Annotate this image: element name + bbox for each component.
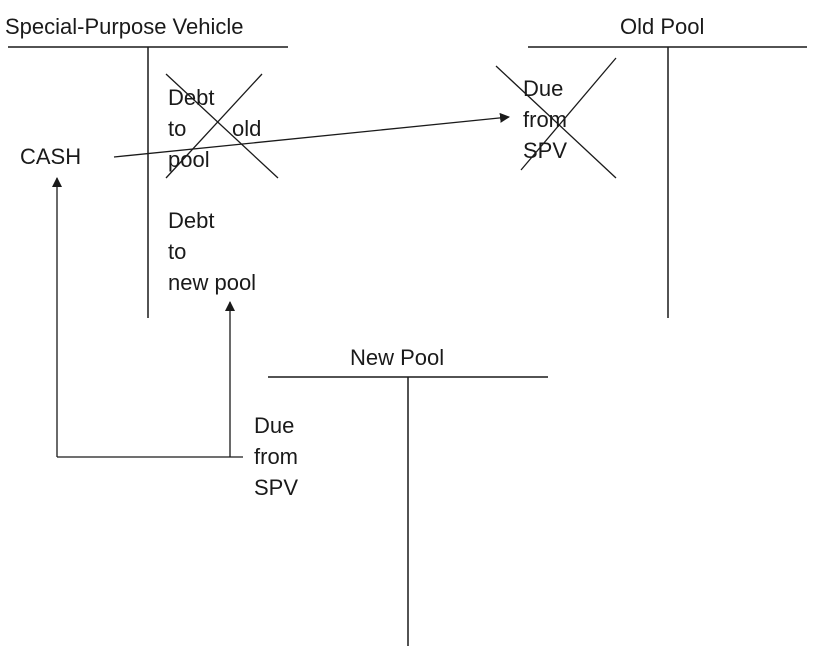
new-pool-due-line2: from bbox=[254, 444, 298, 469]
spv-account-title: Special-Purpose Vehicle bbox=[5, 14, 244, 39]
debt-to-new-pool-line1: Debt bbox=[168, 208, 215, 233]
old-pool-account-title: Old Pool bbox=[620, 14, 705, 39]
new-pool-due-from-spv-label: Due from SPV bbox=[254, 410, 298, 503]
cash-to-old-pool-arrow bbox=[113, 112, 510, 158]
new-pool-due-line1: Due bbox=[254, 413, 295, 438]
debt-to-new-pool-line3: new pool bbox=[168, 270, 257, 295]
old-pool-due-line3: SPV bbox=[523, 138, 568, 163]
debt-to-new-pool-line2: to bbox=[168, 239, 187, 264]
new-pool-to-spv-arrows bbox=[52, 177, 243, 458]
debt-to-old-pool-line2-right: old bbox=[232, 116, 262, 141]
debt-to-old-pool-line3: pool bbox=[168, 147, 210, 172]
old-pool-due-line1: Due bbox=[523, 76, 564, 101]
debt-to-old-pool-line1: Debt bbox=[168, 85, 215, 110]
old-pool-due-line2: from bbox=[523, 107, 567, 132]
cash-label: CASH bbox=[20, 144, 82, 169]
debt-to-old-pool-line2-left: to bbox=[168, 116, 187, 141]
debt-to-new-pool-label: Debt to new pool bbox=[168, 205, 256, 298]
new-pool-due-line3: SPV bbox=[254, 475, 299, 500]
debt-to-old-pool-cross-out bbox=[165, 73, 279, 179]
old-pool-due-from-spv-cross-out bbox=[495, 57, 617, 179]
new-pool-account-title: New Pool bbox=[350, 345, 445, 370]
old-pool-due-from-spv-label: Due from SPV bbox=[523, 73, 567, 166]
